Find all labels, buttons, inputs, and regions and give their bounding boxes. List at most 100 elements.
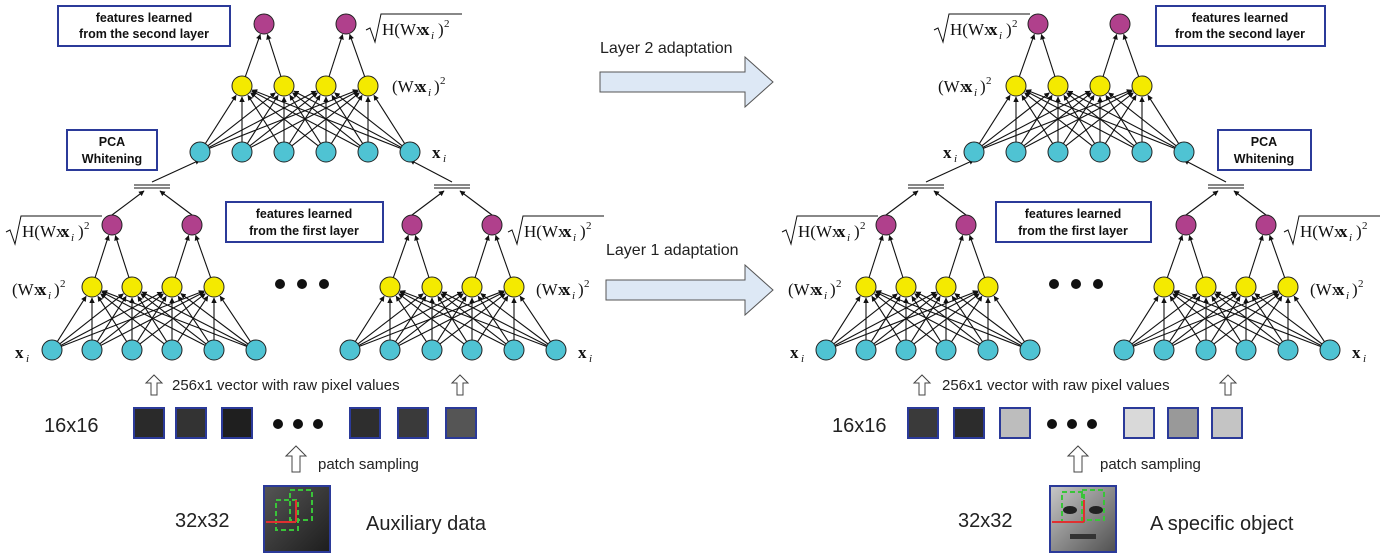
connection-edge	[1166, 234, 1184, 278]
connection-edge	[915, 291, 1022, 346]
right-up-arrow-b	[1218, 374, 1238, 396]
left-network	[41, 13, 567, 361]
left-sqrt-mid-b: H(Wx x i ) 2	[507, 215, 604, 246]
svg-text:x: x	[790, 343, 799, 362]
right-box-first-layer: features learned from the first layer	[995, 201, 1152, 243]
right-caption: A specific object	[1150, 513, 1294, 535]
right-up-arrow-a	[912, 374, 932, 396]
square-node	[203, 276, 225, 298]
svg-text:i: i	[999, 30, 1002, 42]
svg-text:2: 2	[1362, 220, 1368, 232]
connection-edge	[1215, 291, 1322, 346]
connection-edge	[875, 291, 980, 346]
input-node	[203, 339, 225, 361]
connection-edge	[1248, 234, 1264, 278]
connection-edge	[951, 295, 983, 342]
svg-text:): )	[54, 280, 60, 299]
input-node	[855, 339, 877, 361]
whitened-node	[399, 141, 421, 163]
ellipsis-dot	[1093, 279, 1103, 289]
whitened-node	[273, 141, 295, 163]
svg-text:i: i	[801, 353, 804, 365]
svg-text:x: x	[61, 222, 70, 241]
patch-thumbnail	[999, 407, 1031, 439]
right-sqrt-mid-b: H(Wx x i ) 2	[1283, 215, 1380, 246]
right-sqrt-top: H(Wx x i ) 2	[933, 13, 1030, 44]
svg-text:): )	[1356, 222, 1362, 241]
right-xi-bottom-b: x i	[1352, 343, 1366, 365]
square-node	[231, 75, 253, 97]
svg-text:2: 2	[440, 75, 446, 87]
ellipsis-dot	[275, 279, 285, 289]
left-xi-bottom-b: x i	[578, 343, 592, 365]
whitened-node	[963, 141, 985, 163]
connection-edge	[494, 234, 512, 278]
patch-thumbnail	[221, 407, 253, 439]
connection-edge	[334, 92, 403, 147]
svg-text:x: x	[15, 343, 24, 362]
right-image-size: 32x32	[958, 510, 1013, 532]
left-sampling-arrow	[284, 445, 308, 473]
connection-edge	[373, 94, 406, 144]
left-up-arrow-a	[144, 374, 164, 396]
connection-edge	[1268, 234, 1286, 278]
patch-thumbnail	[953, 407, 985, 439]
svg-text:2: 2	[444, 18, 450, 30]
connection-edge	[868, 234, 884, 278]
connection-edge	[1169, 295, 1201, 342]
input-node	[503, 339, 525, 361]
connection-edge	[519, 295, 551, 342]
pooling-node	[101, 214, 123, 236]
svg-text:x: x	[1352, 343, 1361, 362]
connection-edge	[875, 290, 1021, 347]
connection-edge	[151, 159, 201, 183]
square-node	[161, 276, 183, 298]
svg-text:): )	[434, 77, 440, 96]
connection-edge	[978, 94, 1011, 144]
layer2-adaptation-arrow: Layer 2 adaptation	[599, 40, 774, 109]
connection-edge	[480, 293, 549, 345]
square-node	[1235, 276, 1257, 298]
left-image-size: 32x32	[175, 510, 230, 532]
box-text: features learned	[96, 11, 193, 25]
right-source-image	[1049, 485, 1117, 553]
ellipsis-dot	[1071, 279, 1081, 289]
connection-edge	[293, 90, 402, 148]
right-sq-mid-a: (Wx x i ) 2	[788, 278, 842, 302]
svg-text:2: 2	[586, 220, 592, 232]
left-sq-top: (Wx x i ) 2	[392, 75, 446, 99]
connection-edge	[392, 234, 410, 278]
connection-edge	[1024, 92, 1093, 147]
connection-edge	[830, 295, 861, 342]
svg-text:(Wx: (Wx	[1310, 280, 1341, 299]
square-node	[1131, 75, 1153, 97]
connection-edge	[194, 234, 212, 278]
input-node	[81, 339, 103, 361]
connection-edge	[100, 293, 165, 345]
svg-text:): )	[854, 222, 860, 241]
left-sampling-label: patch sampling	[318, 456, 419, 473]
patch-thumbnail	[907, 407, 939, 439]
whitened-node	[357, 141, 379, 163]
connection-edge	[251, 90, 360, 148]
box-text: from the second layer	[1175, 27, 1305, 41]
input-node	[977, 339, 999, 361]
svg-text:2: 2	[860, 220, 866, 232]
ellipsis-dot	[1049, 279, 1059, 289]
svg-text:H(Wx: H(Wx	[950, 20, 993, 39]
connection-edge	[56, 295, 87, 342]
connection-edge	[94, 234, 110, 278]
connection-edge	[474, 234, 490, 278]
connection-edge	[911, 295, 942, 342]
left-patch-size: 16x16	[44, 415, 99, 437]
connection-edge	[177, 295, 209, 342]
connection-edge	[357, 293, 424, 345]
box-text: PCA	[1251, 135, 1277, 149]
left-sqrt-mid-a: H(Wx x i ) 2	[5, 215, 102, 246]
right-xi-bottom-a: x i	[790, 343, 804, 365]
square-node	[503, 276, 525, 298]
svg-text:2: 2	[84, 220, 90, 232]
patch-thumbnail	[445, 407, 477, 439]
connection-edge	[1131, 293, 1198, 345]
